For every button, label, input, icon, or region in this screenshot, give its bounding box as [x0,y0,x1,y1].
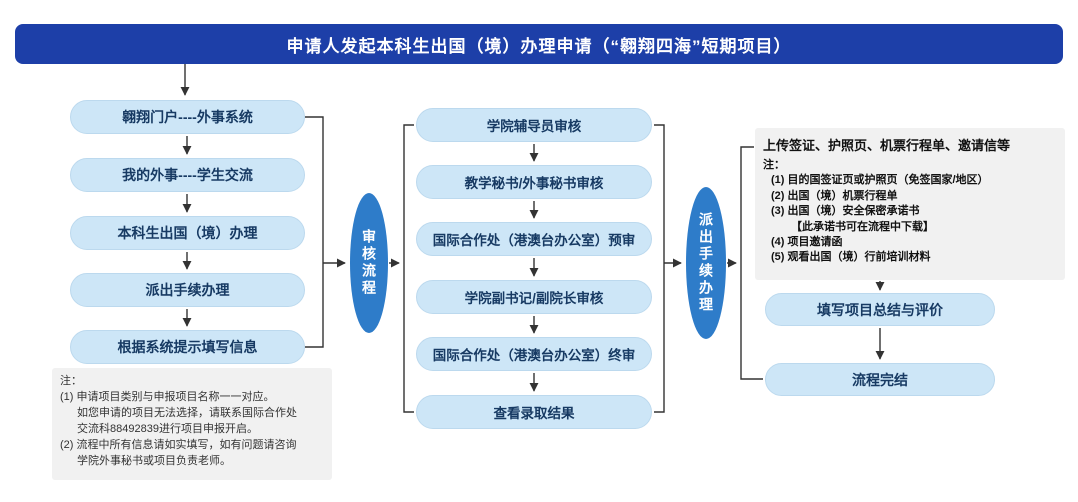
stage-oval-review: 审核流程 [350,193,388,333]
note-line: 注： [60,375,82,387]
flow-step-portal: 翱翔门户----外事系统 [70,100,305,134]
note-line: (2) 出国（境）机票行程单 [771,189,898,202]
left-note-box: 注： (1) 申请项目类别与申报项目名称一一对应。 如您申请的项目无法选择，请联… [52,368,332,480]
stage-oval-dispatch: 派出手续办理 [686,187,726,339]
upload-materials-title: 上传签证、护照页、机票行程单、邀请信等 [763,138,1011,153]
stage-oval-review-label: 审核流程 [361,229,377,297]
review-step-view-result: 查看录取结果 [416,395,652,429]
note-line: 注： [763,159,785,171]
note-line: 交流科88492839进行项目申报开启。 [77,422,258,435]
note-line: (5) 观看出国（境）行前培训材料 [771,251,931,264]
note-line: 如您申请的项目无法选择，请联系国际合作处 [77,406,297,419]
flow-step-undergrad-abroad: 本科生出国（境）办理 [70,216,305,250]
review-step-intl-office-pre: 国际合作处（港澳台办公室）预审 [416,222,652,256]
review-step-counselor: 学院辅导员审核 [416,108,652,142]
note-line: 学院外事秘书或项目负责老师。 [77,454,231,467]
note-line: (4) 项目邀请函 [771,235,843,248]
flow-step-fill-info: 根据系统提示填写信息 [70,330,305,364]
process-title-banner: 申请人发起本科生出国（境）办理申请（“翱翔四海”短期项目） [15,24,1063,64]
review-step-secretary: 教学秘书/外事秘书审核 [416,165,652,199]
note-line: (1) 目的国签证页或护照页（免签国家/地区） [771,174,989,187]
flow-step-process-complete: 流程完结 [765,363,995,396]
note-line: (1) 申请项目类别与申报项目名称一一对应。 [60,390,275,403]
note-line: (3) 出国（境）安全保密承诺书 [771,205,920,218]
stage-oval-dispatch-label: 派出手续办理 [698,212,714,314]
review-step-deputy: 学院副书记/副院长审核 [416,280,652,314]
review-step-intl-office-final: 国际合作处（港澳台办公室）终审 [416,337,652,371]
flow-step-my-foreign-affairs: 我的外事----学生交流 [70,158,305,192]
flow-step-dispatch-procedure: 派出手续办理 [70,273,305,307]
flow-step-summary-evaluation: 填写项目总结与评价 [765,293,995,326]
note-line: 【此承诺书可在流程中下载】 [791,220,934,233]
upload-materials-panel: 上传签证、护照页、机票行程单、邀请信等 注： (1) 目的国签证页或护照页（免签… [755,128,1065,280]
note-line: (2) 流程中所有信息请如实填写，如有问题请咨询 [60,438,297,451]
